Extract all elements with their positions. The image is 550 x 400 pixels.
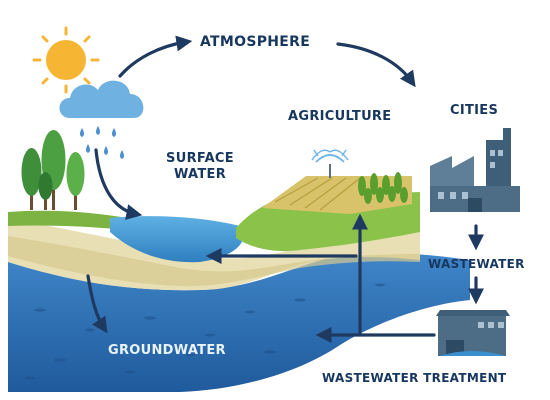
arrow-soil-to-groundwater <box>86 274 108 334</box>
groundwater-texture <box>25 283 385 380</box>
label-groundwater: GROUNDWATER <box>108 343 226 358</box>
sun-icon <box>32 26 100 94</box>
flow-arrows <box>86 35 484 343</box>
field-furrows <box>274 177 361 211</box>
label-surface-water-line2: WATER <box>173 167 227 182</box>
crop-plants <box>358 172 408 204</box>
treatment-plant-icon <box>436 310 510 356</box>
groundwater-layer <box>8 253 470 392</box>
arrow-sun-to-atmosphere <box>118 35 193 78</box>
label-surface-water-line1: SURFACE <box>166 151 234 166</box>
factory-icon <box>430 128 520 212</box>
arrow-atmosphere-to-cities <box>336 42 416 88</box>
rain-cloud-icon <box>59 80 144 159</box>
label-wastewater: WASTEWATER <box>428 257 525 271</box>
label-atmosphere: ATMOSPHERE <box>200 34 311 50</box>
label-cities: CITIES <box>450 103 499 118</box>
tree-icon <box>21 130 85 210</box>
arrow-rain-to-surface-water <box>94 148 143 220</box>
soil-band <box>8 236 420 287</box>
label-agriculture: AGRICULTURE <box>288 109 392 124</box>
label-wastewater-treatment: WASTEWATER TREATMENT <box>322 371 507 385</box>
sprinkler-icon <box>311 149 349 178</box>
